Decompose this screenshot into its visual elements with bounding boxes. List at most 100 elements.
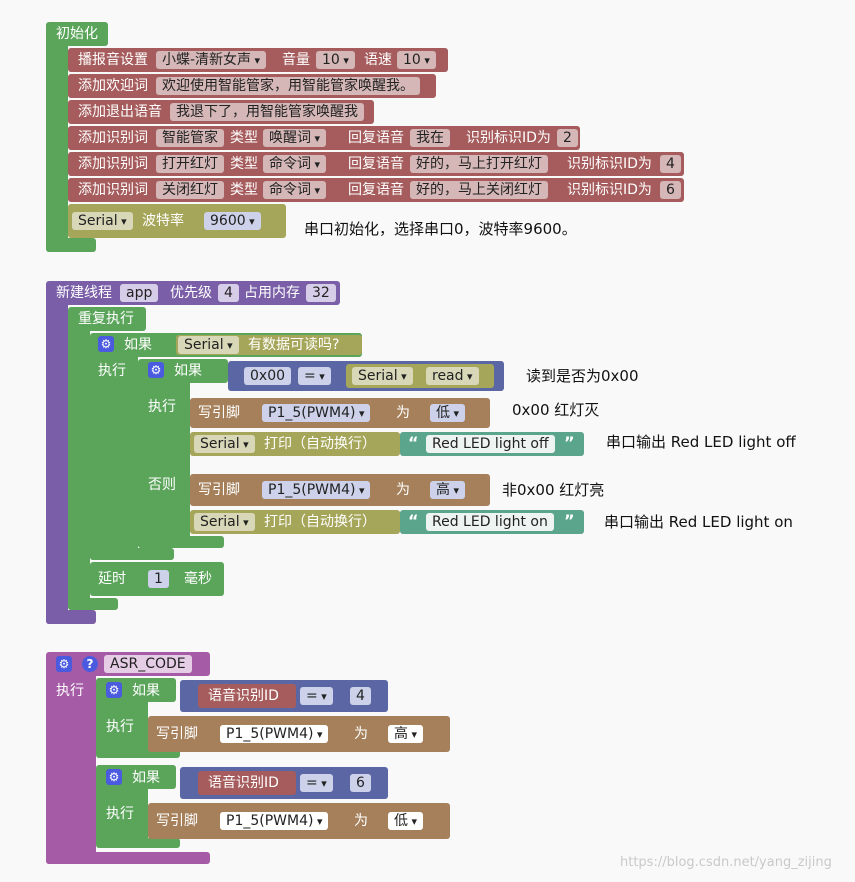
thread-block-foot (46, 610, 96, 624)
pin-select[interactable]: P1_5(PWM4) (262, 404, 371, 422)
gear-icon[interactable]: ⚙ (106, 769, 122, 785)
open-quote-icon: “ (408, 511, 419, 530)
pin-select[interactable]: P1_5(PWM4) (262, 481, 371, 499)
serial-port-select[interactable]: Serial (352, 367, 413, 385)
word-type-label: 类型 (230, 182, 258, 198)
level-select[interactable]: 高 (388, 725, 424, 743)
string-field[interactable]: Red LED light off (426, 435, 555, 453)
string-field[interactable]: Red LED light on (426, 513, 554, 531)
help-icon[interactable]: ? (82, 656, 98, 672)
id-field[interactable]: 2 (557, 129, 578, 147)
asr-name-field[interactable]: ASR_CODE (104, 655, 192, 673)
asr-do-label: 执行 (56, 683, 84, 699)
serial-init-note: 串口初始化，选择串口0，波特率9600。 (304, 220, 577, 238)
reply-label: 回复语音 (348, 182, 404, 198)
gear-icon[interactable]: ⚙ (98, 336, 114, 352)
on-note: 非0x00 红灯亮 (502, 481, 605, 499)
write-pin-label: 写引脚 (156, 813, 198, 829)
if-block-foot (96, 748, 180, 758)
close-quote-icon: ” (564, 511, 575, 530)
level-select[interactable]: 高 (430, 481, 466, 499)
reply-field[interactable]: 好的，马上关闭红灯 (410, 181, 548, 199)
do-label: 执行 (148, 399, 176, 415)
gear-icon[interactable]: ⚙ (56, 656, 72, 672)
delay-label: 延时 (98, 571, 126, 587)
id-field[interactable]: 4 (660, 155, 681, 173)
speed-select[interactable]: 10 (397, 51, 436, 69)
id-field[interactable]: 6 (660, 181, 681, 199)
if-block-foot (96, 838, 180, 848)
baud-label: 波特率 (142, 213, 184, 229)
id-label: 识别标识ID为 (466, 130, 551, 146)
print-label: 打印（自动换行） (264, 436, 376, 452)
serial-port-select[interactable]: Serial (178, 336, 239, 354)
volume-label: 音量 (282, 52, 310, 68)
voice-select[interactable]: 小蝶-清新女声 (156, 51, 267, 69)
repeat-label: 重复执行 (78, 311, 134, 327)
asr-id-variable[interactable] (198, 684, 296, 708)
word-type-select[interactable]: 命令词 (263, 181, 327, 199)
gear-icon[interactable]: ⚙ (148, 362, 164, 378)
if-block-body (96, 783, 148, 843)
reply-field[interactable]: 我在 (410, 129, 450, 147)
if-label: 如果 (124, 337, 152, 353)
level-select[interactable]: 低 (430, 404, 466, 422)
thread-name-field[interactable]: app (120, 284, 159, 302)
if-else-foot (138, 536, 224, 548)
pin-select[interactable]: P1_5(PWM4) (220, 725, 329, 743)
compare-value-field[interactable]: 4 (350, 687, 371, 705)
serial-port-select[interactable]: Serial (72, 212, 133, 230)
thread-block[interactable] (46, 281, 340, 305)
memory-field[interactable]: 32 (306, 284, 336, 302)
compare-operator-select[interactable]: = (300, 687, 333, 705)
compare-operator-select[interactable]: = (298, 367, 331, 385)
if-block-foot (90, 548, 174, 560)
word-label: 添加识别词 (78, 182, 148, 198)
word-label: 添加识别词 (78, 130, 148, 146)
watermark: https://blog.csdn.net/yang_zijing (620, 855, 832, 870)
pin-select[interactable]: P1_5(PWM4) (220, 812, 329, 830)
open-quote-icon: “ (408, 433, 419, 452)
repeat-body (68, 326, 90, 610)
serial-port-select[interactable]: Serial (194, 513, 255, 531)
word-field[interactable]: 打开红灯 (156, 155, 224, 173)
word-field[interactable]: 关闭红灯 (156, 181, 224, 199)
speed-label: 语速 (364, 52, 392, 68)
as-label: 为 (354, 726, 368, 742)
compare-value-field[interactable]: 6 (350, 774, 371, 792)
priority-field[interactable]: 4 (218, 284, 239, 302)
word-label: 添加识别词 (78, 156, 148, 172)
serial-function-select[interactable]: read (426, 367, 479, 385)
id-label: 识别标识ID为 (567, 182, 652, 198)
compare-left-field[interactable]: 0x00 (244, 367, 292, 385)
if-block-body (96, 696, 148, 756)
asr-id-variable[interactable] (198, 771, 296, 795)
reply-field[interactable]: 好的，马上打开红灯 (410, 155, 548, 173)
word-field[interactable]: 智能管家 (156, 129, 224, 147)
welcome-text-field[interactable]: 欢迎使用智能管家，用智能管家唤醒我。 (156, 77, 420, 95)
repeat-foot (68, 598, 118, 610)
level-select[interactable]: 低 (388, 812, 424, 830)
volume-select[interactable]: 10 (316, 51, 355, 69)
off-note: 0x00 红灯灭 (512, 401, 600, 419)
gear-icon[interactable]: ⚙ (106, 682, 122, 698)
asr-block-body (46, 670, 96, 864)
init-title: 初始化 (56, 26, 98, 42)
as-label: 为 (396, 482, 410, 498)
init-block-body (46, 40, 68, 252)
serial-port-select[interactable]: Serial (194, 435, 255, 453)
do-label: 执行 (106, 719, 134, 735)
exit-voice-text-field[interactable]: 我退下了，用智能管家唤醒我 (170, 103, 364, 121)
else-label: 否则 (148, 477, 176, 493)
asr-id-label: 语音识别ID (208, 775, 279, 791)
if-label: 如果 (132, 770, 160, 786)
delay-field[interactable]: 1 (148, 570, 169, 588)
memory-label: 占用内存 (244, 285, 300, 301)
word-type-select[interactable]: 唤醒词 (263, 129, 327, 147)
compare-operator-select[interactable]: = (300, 774, 333, 792)
print-label: 打印（自动换行） (264, 514, 376, 530)
if-label: 如果 (174, 363, 202, 379)
baud-select[interactable]: 9600 (204, 212, 261, 230)
word-type-select[interactable]: 命令词 (263, 155, 327, 173)
if-block-body (90, 352, 138, 560)
